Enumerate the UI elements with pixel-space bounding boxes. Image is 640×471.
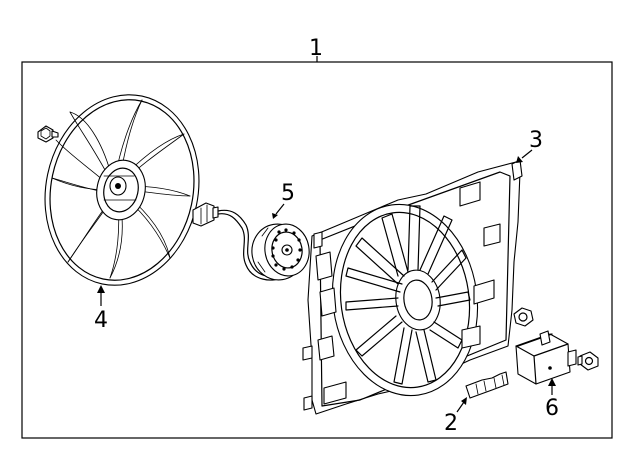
callout-6-arrow [548, 378, 556, 386]
callout-2-leader [456, 401, 465, 413]
fan-motor-part[interactable] [192, 202, 313, 284]
shroud-nut-part[interactable] [513, 307, 534, 327]
callout-3-leader [521, 149, 533, 159]
fan-blade-part[interactable] [28, 80, 217, 299]
module-bolt-part[interactable] [577, 351, 599, 371]
callout-1-label[interactable]: 1 [309, 36, 323, 61]
callout-4-arrow [97, 285, 105, 293]
fan-shroud-part[interactable] [302, 159, 523, 415]
callout-5-leader [275, 203, 285, 215]
callout-4-label[interactable]: 4 [94, 308, 108, 333]
callout-5-label[interactable]: 5 [281, 181, 295, 206]
callout-3-label[interactable]: 3 [529, 128, 543, 153]
callout-6-label[interactable]: 6 [545, 396, 559, 421]
callout-5-arrow [272, 213, 278, 219]
callout-2-label[interactable]: 2 [444, 411, 458, 436]
callout-3-arrow [516, 156, 523, 163]
control-module-part[interactable] [515, 330, 577, 385]
fan-bolt-part[interactable] [37, 125, 59, 143]
bracket-clip-part[interactable] [465, 371, 509, 399]
callout-2-arrow [461, 397, 467, 405]
